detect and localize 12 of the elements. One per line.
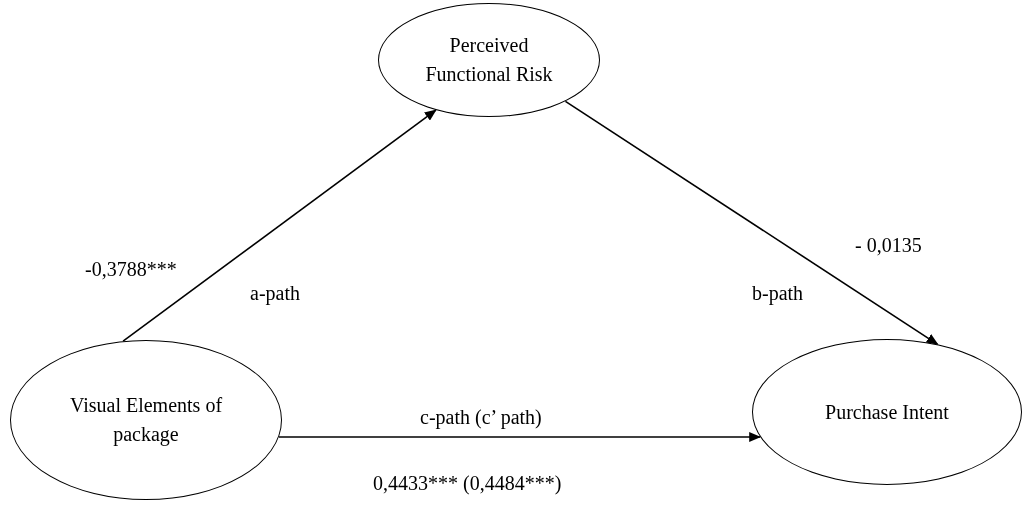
arrow [564,100,939,346]
coefficient-label: -0,3788*** [85,257,177,282]
arrow [122,109,437,342]
coefficient-label: - 0,0135 [855,233,922,258]
node-label: Purchase Intent [824,399,950,425]
coefficient-label: 0,4433*** (0,4484***) [373,471,562,497]
node-label: Perceived Functional Risk [424,33,554,87]
node-label: Visual Elements of package [68,393,224,448]
edge-label: b-path [752,281,804,307]
edge-label: a-path [250,281,300,307]
edge-label: c-path (c’ path) [420,405,542,431]
arrow [278,432,762,442]
